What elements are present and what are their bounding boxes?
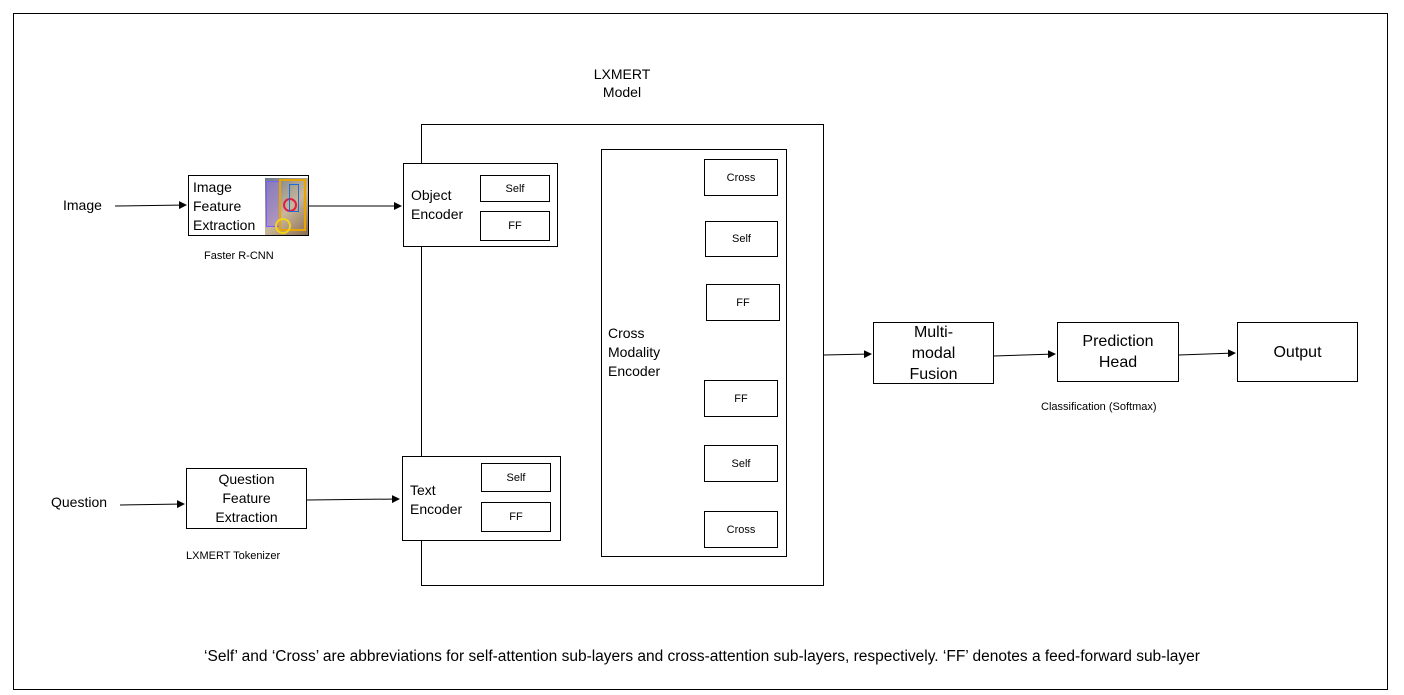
question-feature-extraction-box: Question Feature Extraction xyxy=(186,468,307,529)
text-encoder-box: Text Encoder Self FF xyxy=(402,456,561,541)
image-feature-extraction-box: Image Feature Extraction xyxy=(188,175,309,236)
lxmert-tokenizer-caption: LXMERT Tokenizer xyxy=(186,550,281,562)
object-encoder-box: Object Encoder Self FF xyxy=(403,163,558,247)
footnote: ‘Self’ and ‘Cross’ are abbreviations for… xyxy=(204,648,1200,665)
cross-sublayer-bottom: Cross xyxy=(704,511,778,548)
classification-caption: Classification (Softmax) xyxy=(1041,401,1157,413)
object-self-sublayer: Self xyxy=(480,175,550,202)
object-ff-sublayer: FF xyxy=(480,211,550,241)
detection-thumbnail-icon xyxy=(265,178,308,235)
arrow-model-to-fusion xyxy=(823,350,872,359)
ff-sublayer-upper: FF xyxy=(706,284,780,321)
object-encoder-label: Object Encoder xyxy=(411,187,464,222)
cross-modality-encoder-label: Cross Modality Encoder xyxy=(608,325,661,379)
text-self-sublayer: Self xyxy=(481,463,551,492)
text-ff-sublayer: FF xyxy=(481,502,551,532)
image-feature-extraction-label: Image Feature Extraction xyxy=(193,179,256,233)
ff-sublayer-lower: FF xyxy=(704,380,778,417)
cross-modality-encoder-box: Cross Modality Encoder Cross Self FF FF … xyxy=(601,149,787,557)
prediction-head-box: Prediction Head xyxy=(1057,322,1179,382)
model-title: LXMERT Model xyxy=(593,66,651,100)
faster-rcnn-caption: Faster R-CNN xyxy=(204,250,274,262)
question-input-label: Question xyxy=(51,494,108,510)
arrow-image-to-extractor xyxy=(114,201,187,210)
diagram-frame xyxy=(13,13,1388,690)
self-sublayer-lower: Self xyxy=(704,445,778,482)
text-encoder-label: Text Encoder xyxy=(410,482,463,517)
multimodal-fusion-box: Multi- modal Fusion xyxy=(873,322,994,384)
arrow-prediction-to-output xyxy=(1178,349,1236,358)
arrow-fusion-to-prediction xyxy=(993,350,1056,359)
cross-sublayer-top: Cross xyxy=(704,159,778,196)
self-sublayer-upper: Self xyxy=(705,221,778,257)
image-input-label: Image xyxy=(63,197,102,213)
arrow-extractor-to-text-encoder xyxy=(306,495,400,504)
arrow-question-to-extractor xyxy=(119,500,185,509)
output-box: Output xyxy=(1237,322,1358,382)
